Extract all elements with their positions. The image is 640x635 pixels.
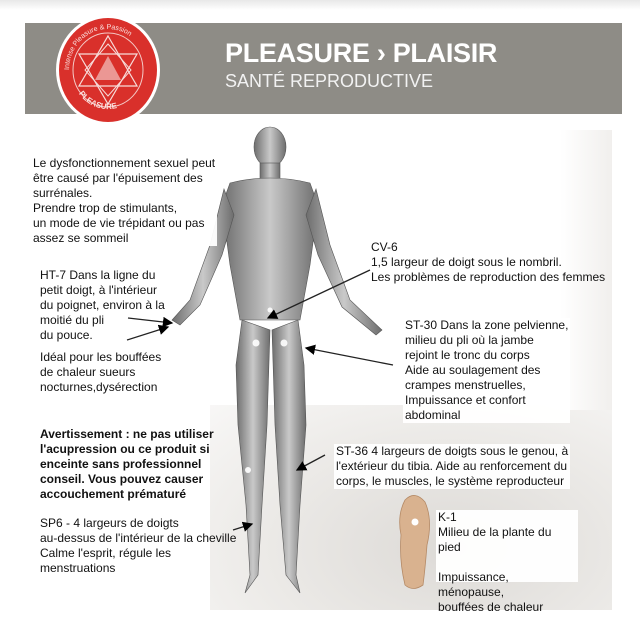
sp6-line: Calme l'esprit, régule les xyxy=(40,546,172,560)
ht7-line: du poignet, environ à la xyxy=(40,298,165,312)
warning-line: accouchement prématuré xyxy=(40,487,187,501)
st30-note: ST-30 Dans la zone pelvienne, milieu du … xyxy=(403,318,571,423)
page-title: PLEASURE › PLAISIR xyxy=(225,38,498,68)
page-subtitle: SANTÉ REPRODUCTIVE xyxy=(225,71,434,91)
st30-line: milieu du pli où la jambe xyxy=(405,333,534,347)
anatomy-body-figure xyxy=(171,126,383,594)
cv6-line: 1,5 largeur de doigt sous le nombril. xyxy=(371,255,562,269)
warning-line: enceinte sans professionnel xyxy=(40,457,202,471)
ht7-use-note: Idéal pour les bouffées de chaleur sueur… xyxy=(38,350,163,395)
ht7-title: HT-7 Dans la ligne du xyxy=(40,268,156,282)
ht7-line: moitié du pli xyxy=(40,313,105,327)
warning-line: l'acupression ou ce produit si xyxy=(40,442,210,456)
k1-title: K-1 xyxy=(438,510,457,524)
ht7-note: HT-7 Dans la ligne du petit doigt, à l'i… xyxy=(38,268,167,343)
cv6-line: Les problèmes de reproduction des femmes xyxy=(371,270,606,284)
st36-line: l'extérieur du tibia. Aide au renforceme… xyxy=(336,459,568,473)
intro-line: Prendre trop de stimulants, xyxy=(33,201,178,215)
pleasure-seal-logo: Intense Pleasure & Passion PLEASURE xyxy=(56,15,160,125)
st30-line: crampes menstruelles, xyxy=(405,378,526,392)
intro-line: un mode de vie trépidant ou pas xyxy=(33,216,205,230)
st36-title: ST-36 4 largeurs de doigts sous le genou… xyxy=(336,444,569,458)
warning-line: Avertissement : ne pas utiliser xyxy=(40,427,214,441)
intro-line: être causé par l'épuisement des xyxy=(33,171,203,185)
st30-title: ST-30 Dans la zone pelvienne, xyxy=(405,318,569,332)
ht7-use-line: de chaleur sueurs xyxy=(40,365,136,379)
warning-line: conseil. Vous pouvez causer xyxy=(40,472,204,486)
k1-spacer xyxy=(438,555,576,570)
sp6-note: SP6 - 4 largeurs de doigts au-dessus de … xyxy=(38,516,238,576)
warning-note: Avertissement : ne pas utiliser l'acupre… xyxy=(38,427,216,502)
st30-line: Aide au soulagement des xyxy=(405,363,541,377)
sp6-line: menstruations xyxy=(40,561,116,575)
ht7-line: du pouce. xyxy=(40,328,93,342)
ht7-use-line: nocturnes,dysérection xyxy=(40,380,158,394)
st30-line: rejoint le tronc du corps xyxy=(405,348,530,362)
st30-line: Impuissance et confort xyxy=(405,393,526,407)
st36-note: ST-36 4 largeurs de doigts sous le genou… xyxy=(334,444,571,489)
k1-line: Milieu de la plante du pied xyxy=(438,525,552,554)
st36-line: corps, le muscles, le système reproducte… xyxy=(336,474,565,488)
k1-line: Impuissance, ménopause, xyxy=(438,570,509,599)
k1-note: K-1 Milieu de la plante du pied Impuissa… xyxy=(436,510,578,614)
sp6-title: SP6 - 4 largeurs de doigts xyxy=(40,516,179,530)
k1-line: bouffées de chaleur xyxy=(438,600,544,614)
ht7-use-line: Idéal pour les bouffées xyxy=(40,350,162,364)
foot-sole-image xyxy=(399,495,430,589)
intro-line: Le dysfonctionnement sexuel peut xyxy=(33,156,216,170)
ht7-line: petit doigt, à l'intérieur xyxy=(40,283,158,297)
intro-line: assez se sommeil xyxy=(33,231,129,245)
st30-line: abdominal xyxy=(405,408,461,422)
intro-line: surrénales. xyxy=(33,186,93,200)
cv6-note: CV-6 1,5 largeur de doigt sous le nombri… xyxy=(369,240,607,285)
intro-text: Le dysfonctionnement sexuel peut être ca… xyxy=(31,156,218,246)
top-shadow xyxy=(0,0,640,10)
cv6-title: CV-6 xyxy=(371,240,398,254)
sp6-line: au-dessus de l'intérieur de la cheville xyxy=(40,531,237,545)
